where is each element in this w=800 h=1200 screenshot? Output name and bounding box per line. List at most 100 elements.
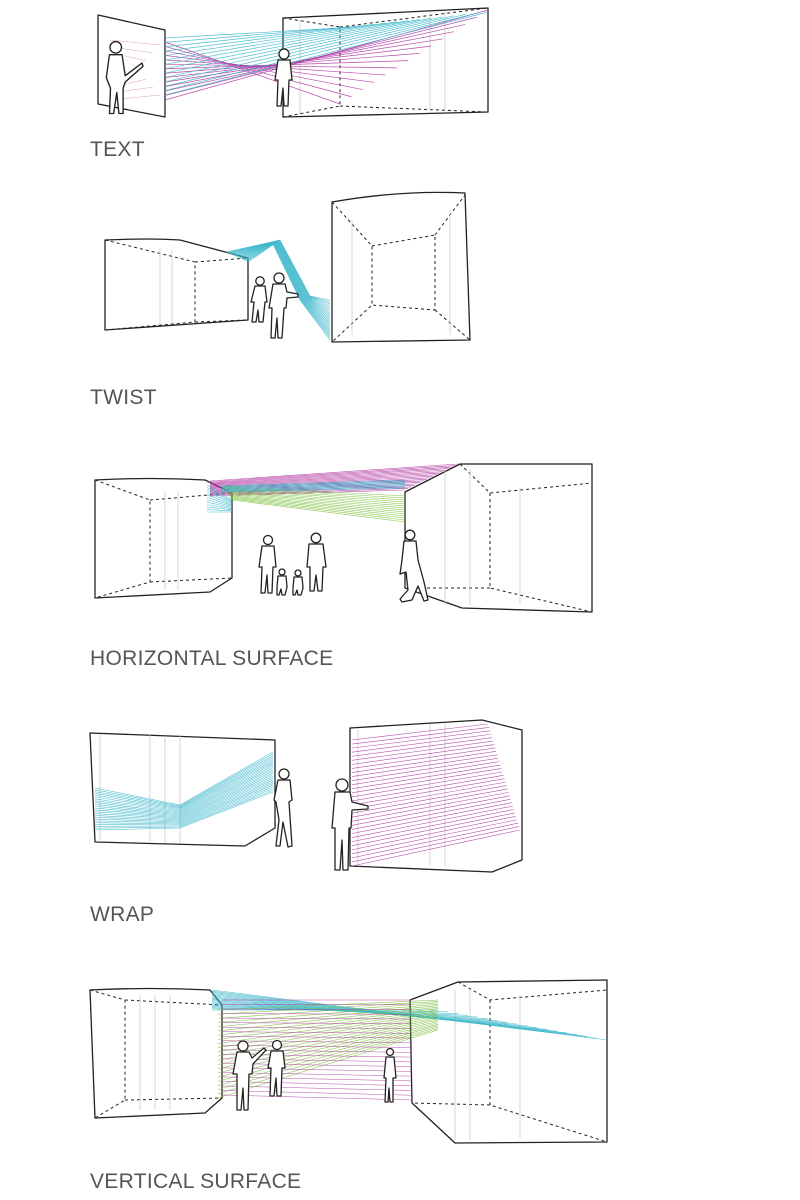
string-line <box>226 241 331 339</box>
string-line <box>238 240 331 318</box>
string-line <box>221 1076 413 1082</box>
string-line <box>221 1035 413 1039</box>
string-line <box>94 776 274 820</box>
text-string-lines <box>109 9 489 105</box>
string-line <box>351 792 509 822</box>
string-line <box>243 239 331 308</box>
string-line <box>206 504 233 510</box>
string-line <box>209 471 443 486</box>
string-line <box>94 774 274 819</box>
string-line <box>221 1067 413 1072</box>
string-line <box>221 480 406 488</box>
string-line <box>221 485 406 491</box>
string-line <box>94 762 274 812</box>
wrap-box-right <box>349 719 523 873</box>
panel-vertical-surface <box>89 979 608 1144</box>
string-line <box>351 754 498 777</box>
string-line <box>235 240 331 324</box>
string-line <box>164 9 489 101</box>
string-line <box>221 483 406 489</box>
string-line <box>351 822 518 859</box>
string-line <box>351 778 505 806</box>
string-line <box>221 1085 413 1091</box>
string-line <box>217 1026 439 1090</box>
string-line <box>221 1017 413 1020</box>
string-line <box>206 494 233 505</box>
string-line <box>217 1015 439 1057</box>
string-line <box>221 1026 413 1029</box>
string-line <box>230 497 406 519</box>
string-line <box>242 240 331 310</box>
string-line <box>94 784 274 825</box>
string-line <box>94 755 274 808</box>
string-line <box>245 239 331 305</box>
string-line <box>164 23 375 52</box>
string-line <box>164 25 363 48</box>
string-line <box>221 479 406 487</box>
string-line <box>94 758 274 810</box>
string-line <box>94 765 274 814</box>
string-line <box>221 1040 413 1044</box>
string-line <box>164 15 454 83</box>
string-line <box>209 468 449 484</box>
panel-label-vertical-surface: VERTICAL SURFACE <box>90 1170 302 1193</box>
string-line <box>227 493 406 511</box>
string-line <box>217 1001 439 1015</box>
panel-label-twist: TWIST <box>90 386 157 409</box>
string-line <box>221 1049 413 1053</box>
string-line <box>206 499 233 507</box>
string-line <box>351 757 499 781</box>
string-line <box>221 484 406 490</box>
string-line <box>231 498 406 521</box>
string-line <box>237 240 331 320</box>
string-line <box>217 1016 439 1061</box>
string-line <box>206 489 233 503</box>
string-line <box>209 466 452 484</box>
wrap-person-walking <box>273 768 293 848</box>
string-line <box>221 1031 413 1034</box>
vertical-box-left <box>89 987 223 1119</box>
string-line <box>206 484 233 501</box>
string-line <box>94 769 274 816</box>
string-line <box>217 1011 439 1044</box>
panel-text <box>97 7 489 118</box>
string-line <box>217 999 439 1011</box>
string-line <box>228 241 331 337</box>
string-line <box>240 240 331 314</box>
string-line <box>351 798 511 830</box>
string-line <box>244 239 331 306</box>
string-line <box>217 1022 439 1078</box>
string-line <box>94 756 274 809</box>
string-line <box>351 737 493 757</box>
string-line <box>209 465 455 483</box>
string-line <box>351 723 489 741</box>
vertical-person-gesturing <box>232 1040 267 1111</box>
string-line <box>351 727 490 745</box>
string-line <box>206 501 233 508</box>
twist-box-right <box>331 191 471 343</box>
string-line <box>164 11 489 96</box>
string-line <box>247 239 331 301</box>
string-line <box>217 1005 439 1028</box>
panel-horizontal-surface <box>94 463 593 613</box>
twist-box-left <box>104 238 249 331</box>
string-line <box>228 494 406 513</box>
string-line <box>94 763 274 813</box>
string-line <box>221 486 406 492</box>
string-line <box>206 492 233 504</box>
string-line <box>217 1028 439 1095</box>
string-line <box>230 241 331 333</box>
string-line <box>109 39 161 46</box>
wrap-string-bands <box>94 723 521 867</box>
text-wall-panel <box>97 14 166 118</box>
string-line <box>351 771 503 798</box>
string-line <box>209 472 440 487</box>
string-line <box>221 1044 413 1048</box>
string-line <box>94 788 274 827</box>
string-line <box>164 20 409 65</box>
string-line <box>164 14 466 87</box>
horizontal-person-walking <box>399 529 429 603</box>
wrap-person-touching <box>331 778 369 871</box>
string-line <box>351 747 496 769</box>
